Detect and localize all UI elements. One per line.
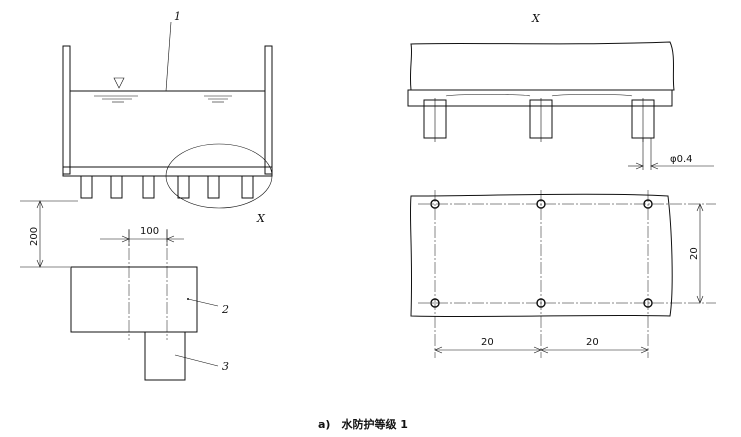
dim-100-label: 100 — [140, 226, 159, 237]
figure-caption: a) 水防护等级 1 — [318, 417, 408, 431]
part-label-3: 3 — [222, 360, 229, 373]
dim-20-h2-label: 20 — [586, 337, 599, 348]
dim-20-h1-label: 20 — [481, 337, 494, 348]
plan-view — [409, 190, 716, 358]
detail-ref-left: X — [256, 212, 266, 225]
part-label-1: 1 — [174, 10, 181, 23]
dimension-height: 200 — [20, 200, 78, 268]
hole-grid — [430, 199, 653, 308]
dimension-spacing-horizontal: 20 20 — [434, 337, 649, 354]
detail-x-ellipse — [165, 143, 273, 209]
tank-bottom-plate — [62, 166, 273, 177]
dimension-spacing-vertical: 20 — [689, 203, 704, 304]
dim-phi-label: φ0.4 — [670, 154, 693, 165]
detail-x-section: X — [407, 12, 675, 142]
dim-20-vertical-label: 20 — [689, 247, 700, 260]
tank-left-wall — [62, 45, 71, 175]
specimen-support: 3 — [144, 331, 229, 381]
nozzle-row — [80, 175, 254, 199]
water-level-symbol — [94, 77, 232, 103]
specimen-box: 2 — [70, 230, 229, 340]
dimension-hole-diameter: φ0.4 — [628, 138, 714, 170]
dimension-width: 100 — [100, 226, 184, 246]
tank-right-wall — [264, 45, 273, 175]
dim-200-label: 200 — [29, 227, 40, 246]
part-label-2: 2 — [221, 303, 229, 316]
leader-part1 — [165, 21, 172, 92]
water-tank: 1 X — [62, 10, 273, 225]
detail-ref-top: X — [531, 12, 541, 25]
